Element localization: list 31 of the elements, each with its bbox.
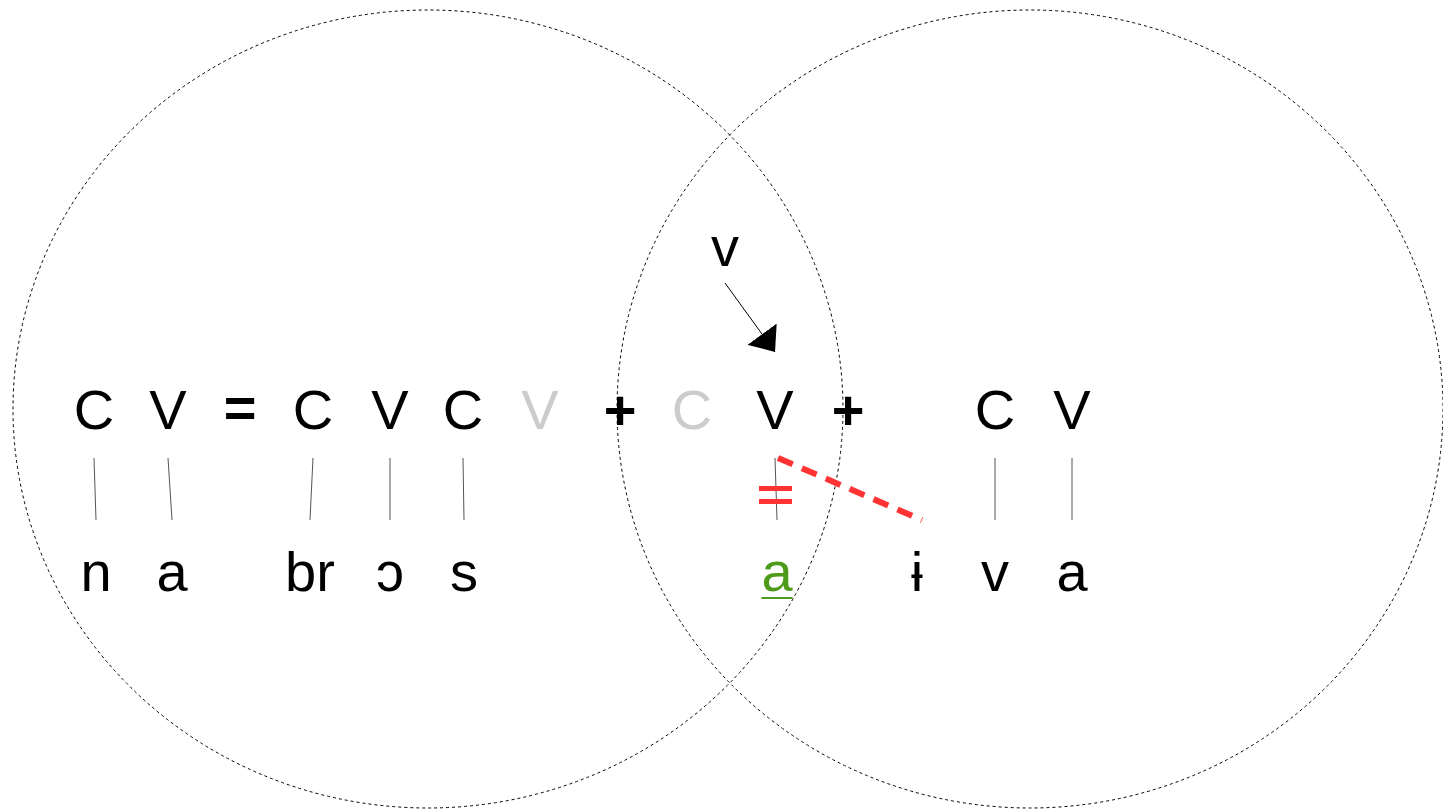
skeleton-slot: V [149,382,187,438]
association-line [309,457,314,521]
skeleton-slot: C [73,382,115,438]
skeleton-slot: V [756,382,794,438]
segment-symbol: ɔ [376,544,404,600]
segment-symbol: br [285,544,335,600]
segment-symbol: s [450,544,478,600]
segment-symbol: v [711,219,739,275]
segment-symbol: a [761,544,793,600]
skeleton-slot: C [442,382,484,438]
skeleton-slot: C [974,382,1016,438]
operator-symbol: = [223,380,257,436]
operator-symbol: + [831,382,865,438]
association-line [93,457,97,521]
skeleton-slot: V [1053,382,1091,438]
operator-symbol: + [603,382,637,438]
segment-symbol: ɨ [910,544,924,600]
segment-symbol: n [80,544,112,600]
association-line [774,457,778,521]
skeleton-slot: V [371,382,409,438]
association-line [167,457,173,521]
association-line [462,457,465,521]
segment-symbol: v [981,544,1009,600]
association-line [776,455,924,523]
segment-symbol: a [1056,544,1088,600]
skeleton-slot: C [292,382,334,438]
association-line [389,457,391,521]
arrow [724,282,777,353]
association-line [994,457,996,521]
association-line [1071,457,1073,521]
segment-symbol: a [156,544,188,600]
